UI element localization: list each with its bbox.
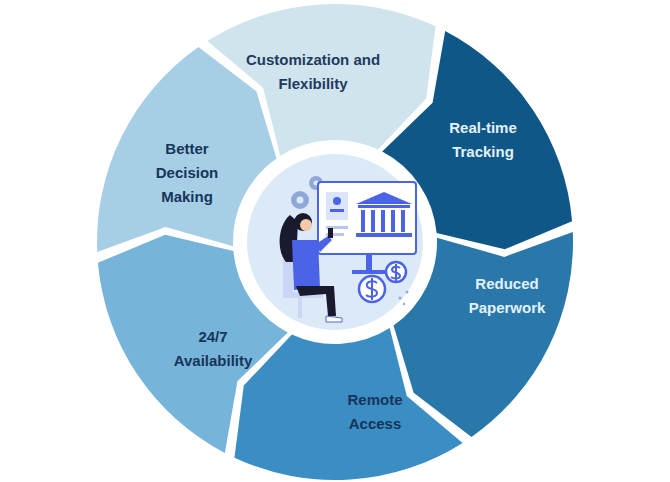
cycle-segment: Real-time Tracking	[380, 29, 575, 255]
segment-outline	[97, 47, 276, 252]
cycle-segment: 24/7 Availability	[95, 229, 290, 455]
segment-outline	[394, 232, 573, 437]
segment-label: Better Decision Making	[142, 137, 232, 209]
segment-label: Customization and Flexibility	[243, 48, 383, 96]
segment-shape	[95, 229, 290, 455]
segment-outline	[98, 235, 288, 453]
segment-label: Reduced Paperwork	[452, 272, 562, 320]
segment-outline	[382, 31, 572, 249]
segment-label: Real-time Tracking	[433, 116, 533, 164]
segment-label: Remote Access	[330, 388, 420, 436]
segment-shape	[380, 29, 575, 255]
segment-label: 24/7 Availability	[163, 325, 263, 373]
